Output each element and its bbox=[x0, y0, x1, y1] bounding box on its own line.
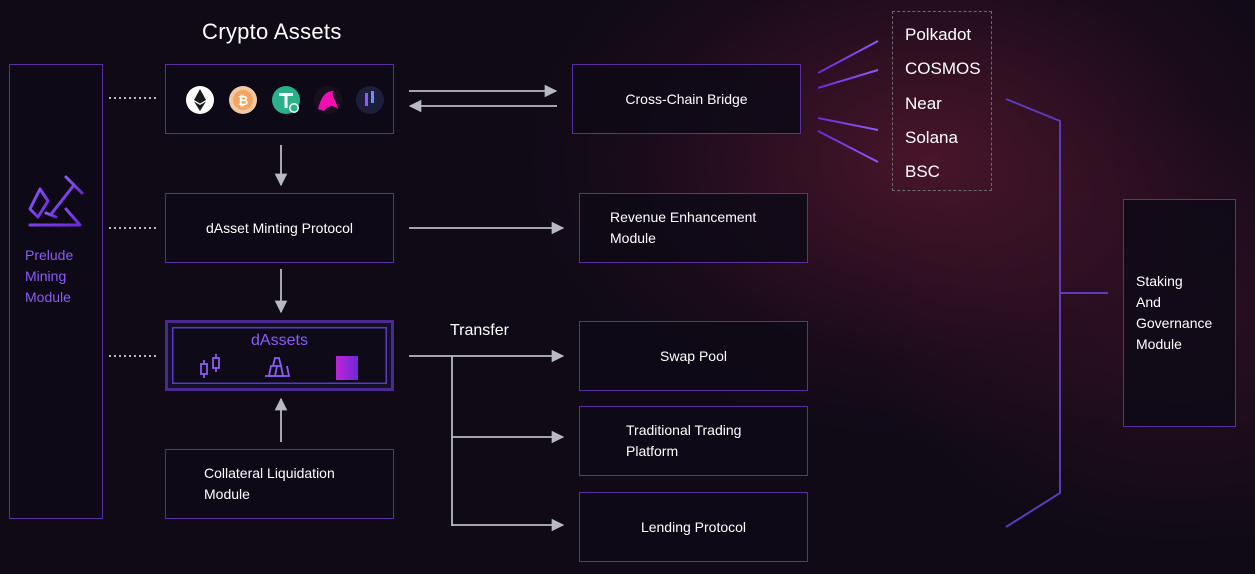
lending-protocol-label: Lending Protocol bbox=[640, 519, 747, 535]
polygon-icon bbox=[356, 86, 384, 114]
page-title: Crypto Assets bbox=[202, 19, 342, 44]
chain-cosmos: COSMOS bbox=[905, 59, 981, 78]
staking-governance-box: Staking And Governance Module bbox=[1123, 199, 1236, 427]
candlestick-icon bbox=[200, 354, 220, 378]
dasset-minting-box: dAsset Minting Protocol bbox=[165, 193, 394, 263]
prelude-mining-module: Prelude Mining Module bbox=[9, 64, 103, 519]
dassets-box: dAssets bbox=[165, 320, 394, 391]
crypto-assets-box: ₿ bbox=[165, 64, 394, 134]
staking-governance-label: Staking And Governance Module bbox=[1136, 273, 1213, 352]
collateral-liquidation-box: Collateral Liquidation Module bbox=[165, 449, 394, 519]
collateral-liquidation-label: Collateral Liquidation Module bbox=[204, 465, 335, 502]
revenue-enhancement-box: Revenue Enhancement Module bbox=[579, 193, 808, 263]
chain-near: Near bbox=[905, 94, 942, 113]
uniswap-icon bbox=[314, 86, 342, 114]
traditional-trading-label: Traditional Trading Platform bbox=[626, 422, 742, 459]
tether-icon bbox=[272, 86, 300, 114]
chain-polkadot: Polkadot bbox=[905, 25, 972, 44]
chain-list: Polkadot COSMOS Near Solana BSC bbox=[892, 11, 992, 191]
dassets-icons bbox=[200, 354, 358, 380]
chain-solana: Solana bbox=[905, 128, 958, 147]
cross-chain-bridge-box: Cross-Chain Bridge bbox=[572, 64, 801, 134]
mining-pickaxe-icon bbox=[28, 175, 84, 227]
traditional-trading-box: Traditional Trading Platform bbox=[579, 406, 808, 476]
swap-pool-label: Swap Pool bbox=[660, 348, 727, 364]
transfer-label: Transfer bbox=[450, 322, 509, 339]
revenue-enhancement-label: Revenue Enhancement Module bbox=[610, 209, 757, 246]
chain-fan-lines bbox=[817, 40, 879, 163]
ethereum-icon bbox=[186, 86, 214, 114]
cross-chain-bridge-label: Cross-Chain Bridge bbox=[625, 91, 748, 107]
gold-bars-icon bbox=[265, 357, 291, 377]
dassets-label: dAssets bbox=[251, 332, 308, 349]
prelude-label: Prelude Mining Module bbox=[25, 247, 74, 305]
swap-pool-box: Swap Pool bbox=[579, 321, 808, 391]
crypto-icons: ₿ bbox=[186, 86, 384, 114]
svg-text:₿: ₿ bbox=[238, 94, 249, 109]
dasset-minting-label: dAsset Minting Protocol bbox=[205, 220, 354, 236]
gradient-square-icon bbox=[336, 356, 358, 380]
bitcoin-icon: ₿ bbox=[229, 86, 257, 114]
staking-bracket bbox=[1005, 98, 1108, 528]
chain-bsc: BSC bbox=[905, 162, 940, 181]
lending-protocol-box: Lending Protocol bbox=[579, 492, 808, 562]
prelude-dotted-links bbox=[109, 97, 158, 357]
